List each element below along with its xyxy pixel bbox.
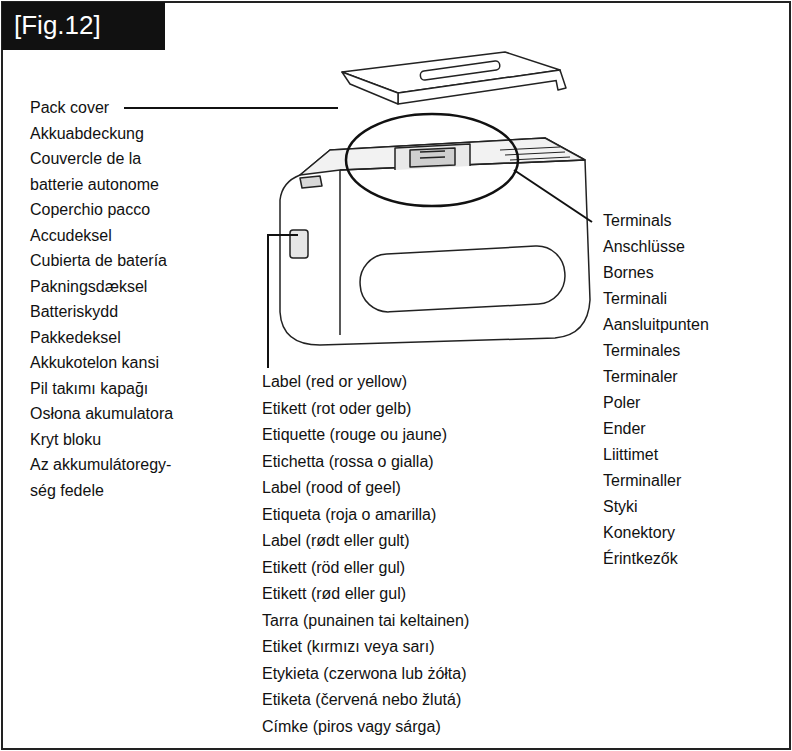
part-label: Érintkezők	[603, 546, 783, 572]
battery-pack	[280, 138, 590, 345]
leader-lines	[124, 108, 592, 368]
pack-cover	[342, 52, 566, 104]
label-column: Label (red or yellow)Etikett (rot oder g…	[262, 369, 592, 740]
part-label: Osłona akumulatora	[30, 401, 192, 427]
part-label: Liittimet	[603, 442, 783, 468]
part-label: Pakkedeksel	[30, 325, 192, 351]
part-label: Label (rødt eller gult)	[262, 528, 592, 555]
figure-title: [Fig.12]	[0, 0, 115, 50]
part-label: Bornes	[603, 260, 783, 286]
part-label: Terminaler	[603, 364, 783, 390]
part-label: Címke (piros vagy sárga)	[262, 714, 592, 741]
part-label: Label (red or yellow)	[262, 369, 592, 396]
part-label: Akkuabdeckung	[30, 121, 192, 147]
part-label: Etiketa (červená nebo žlutá)	[262, 687, 592, 714]
part-label: Label (rood of geel)	[262, 475, 592, 502]
part-label: Etiqueta (roja o amarilla)	[262, 502, 592, 529]
part-label: Kryt bloku	[30, 427, 192, 453]
part-label: Batteriskydd	[30, 299, 192, 325]
part-label: Styki	[603, 494, 783, 520]
part-label: Aansluitpunten	[603, 312, 783, 338]
part-label: Etichetta (rossa o gialla)	[262, 449, 592, 476]
part-label: Accudeksel	[30, 223, 192, 249]
part-label: Akkukotelon kansi	[30, 350, 192, 376]
part-label: Etikett (röd eller gul)	[262, 555, 592, 582]
part-label: Konektory	[603, 520, 783, 546]
part-label: Etiquette (rouge ou jaune)	[262, 422, 592, 449]
label-column: Pack coverAkkuabdeckungCouvercle de la b…	[30, 95, 192, 503]
part-label: Terminali	[603, 286, 783, 312]
part-label: Pakningsdæksel	[30, 274, 192, 300]
part-label: Cubierta de batería	[30, 248, 192, 274]
label-column: TerminalsAnschlüsseBornesTerminaliAanslu…	[603, 208, 783, 572]
part-label: Etikett (rot oder gelb)	[262, 396, 592, 423]
part-label: Coperchio pacco	[30, 197, 192, 223]
part-label: Couvercle de la batterie autonome	[30, 146, 192, 197]
part-label: Etikett (rød eller gul)	[262, 581, 592, 608]
part-label: Ender	[603, 416, 783, 442]
part-label: Az akkumulátoregy- ség fedele	[30, 452, 192, 503]
part-label: Pil takımı kapağı	[30, 376, 192, 402]
part-label: Terminals	[603, 208, 783, 234]
part-label: Terminales	[603, 338, 783, 364]
part-label: Poler	[603, 390, 783, 416]
part-label: Etykieta (czerwona lub żółta)	[262, 661, 592, 688]
terminals-circle	[346, 114, 518, 206]
part-label: Anschlüsse	[603, 234, 783, 260]
part-label: Tarra (punainen tai keltainen)	[262, 608, 592, 635]
part-label: Terminaller	[603, 468, 783, 494]
part-label: Etiket (kırmızı veya sarı)	[262, 634, 592, 661]
part-label: Pack cover	[30, 95, 192, 121]
